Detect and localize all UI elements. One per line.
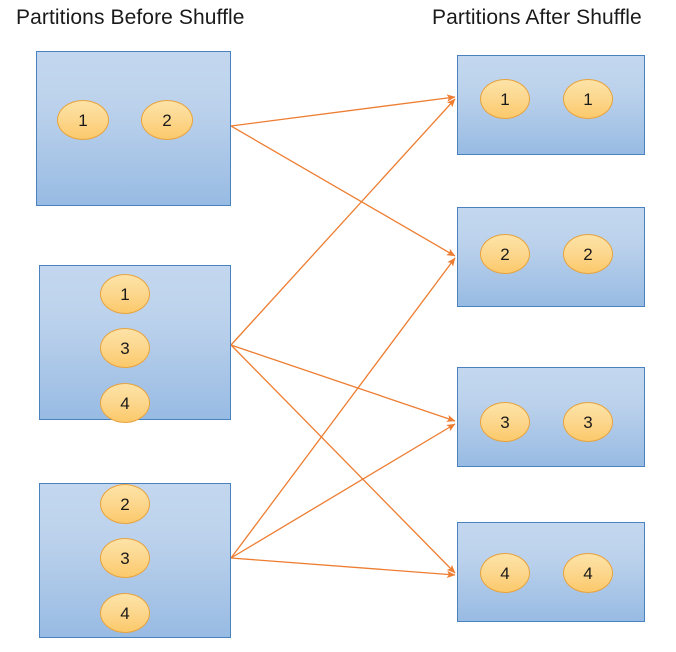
record-token[interactable]: 1 <box>57 100 109 140</box>
shuffle-arrow-p3-to-a4 <box>230 557 456 579</box>
record-token[interactable]: 2 <box>100 484 150 524</box>
record-token[interactable]: 1 <box>100 274 150 314</box>
record-token[interactable]: 4 <box>100 383 150 423</box>
shuffle-arrow-p3-to-a2 <box>230 257 456 559</box>
record-token[interactable]: 4 <box>480 553 530 593</box>
shuffle-arrow-p2-to-a4 <box>230 344 456 574</box>
record-token[interactable]: 2 <box>141 100 193 140</box>
before-shuffle-heading: Partitions Before Shuffle <box>16 6 245 29</box>
shuffle-arrow-p2-to-a1 <box>230 98 456 346</box>
record-token[interactable]: 1 <box>480 79 530 119</box>
record-token[interactable]: 3 <box>100 538 150 578</box>
shuffle-arrow-p2-to-a3 <box>230 344 456 422</box>
record-token[interactable]: 4 <box>100 593 150 633</box>
record-token[interactable]: 4 <box>563 553 613 593</box>
after-shuffle-heading: Partitions After Shuffle <box>432 6 642 29</box>
record-token[interactable]: 3 <box>100 328 150 368</box>
record-token[interactable]: 3 <box>563 402 613 442</box>
record-token[interactable]: 3 <box>480 402 530 442</box>
shuffle-arrow-p1-to-a2 <box>230 125 456 257</box>
after-partition-4[interactable] <box>457 522 645 622</box>
shuffle-arrow-p1-to-a1 <box>230 94 456 127</box>
record-token[interactable]: 2 <box>480 234 530 274</box>
shuffle-arrow-p3-to-a3 <box>230 423 456 559</box>
record-token[interactable]: 1 <box>563 79 613 119</box>
record-token[interactable]: 2 <box>563 234 613 274</box>
